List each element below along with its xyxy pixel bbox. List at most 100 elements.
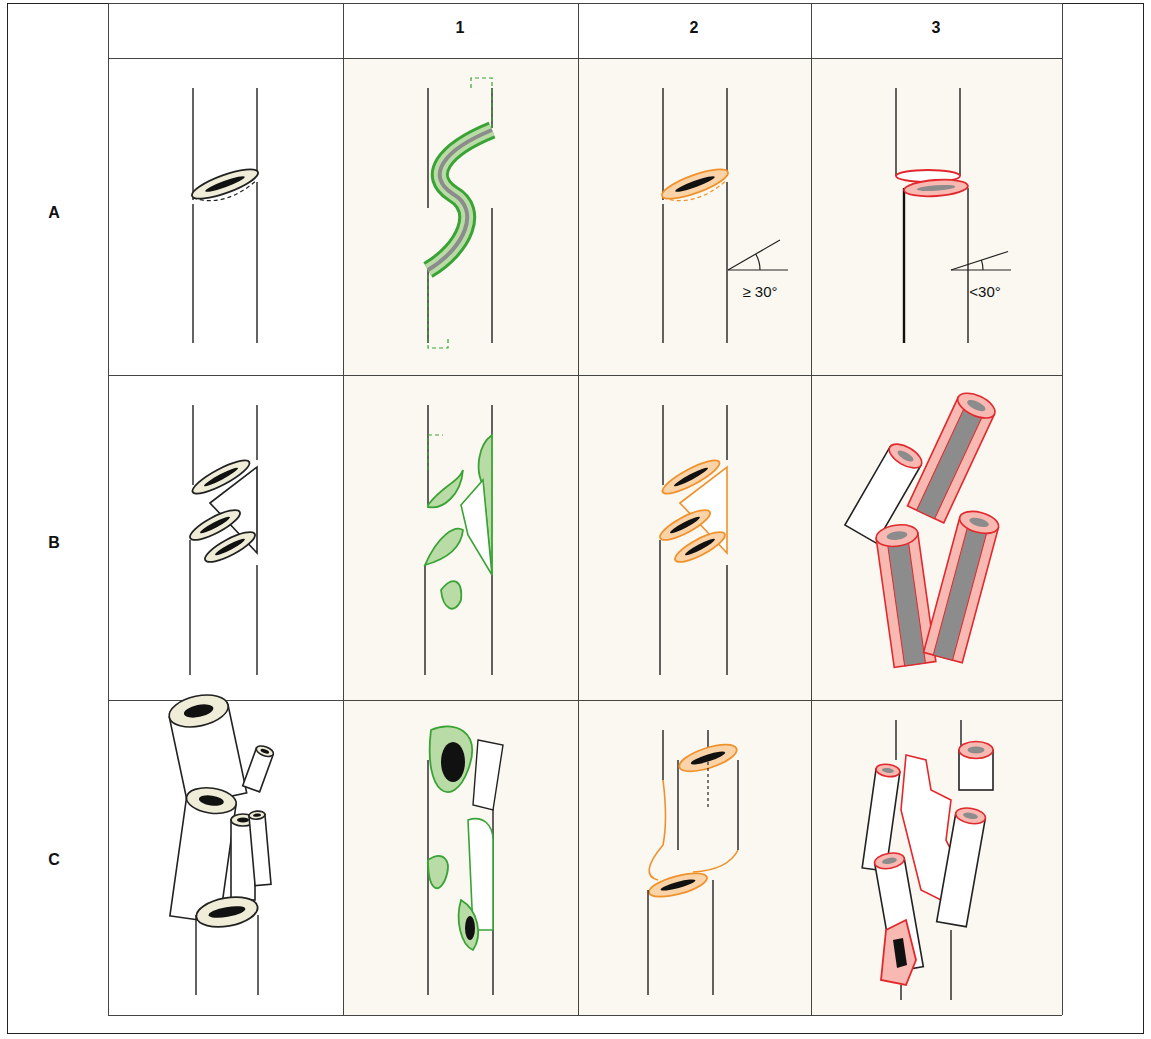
fracture-drawing [882,857,898,866]
fracture-drawing [343,58,1062,1015]
fracture-drawing [845,388,1001,667]
fracture-drawing [237,818,249,823]
fracture-drawing [954,806,986,826]
fracture-drawing [649,780,665,880]
fracture-drawing [896,88,1011,343]
fracture-drawing [917,407,983,519]
fracture-drawing [904,178,969,198]
fracture-drawing [875,522,920,549]
fracture-drawing [108,3,1062,4]
fracture-drawing [893,938,907,968]
fracture-drawing [981,260,983,270]
fracture-drawing [647,890,648,995]
fracture-drawing [669,515,701,536]
fracture-drawing [707,762,708,810]
fracture-drawing [950,930,951,1000]
fracture-drawing [198,794,224,807]
fracture-drawing [199,515,231,536]
fracture-drawing [726,405,727,460]
fracture-drawing [662,88,663,200]
fracture-drawing [728,240,780,270]
fracture-drawing [957,508,1001,538]
fracture-drawing [166,690,275,995]
fracture-drawing [108,1015,1062,1016]
fracture-drawing [904,178,969,198]
fracture-drawing [255,744,275,759]
fracture-drawing [886,530,908,541]
fracture-drawing [256,405,257,460]
fracture-drawing [459,900,478,950]
fracture-drawing [257,915,258,995]
fracture-drawing [672,527,729,567]
fracture-drawing [202,527,259,567]
fracture-drawing [256,88,257,176]
fracture-drawing [968,747,985,754]
fracture-drawing [441,742,465,782]
fracture-drawing [647,730,740,995]
fracture-drawing [933,526,987,661]
fracture-drawing [676,739,739,777]
fracture-drawing [963,812,979,821]
fracture-drawing [428,130,492,270]
fracture-drawing [108,3,109,1015]
fracture-drawing [659,540,660,675]
fracture-drawing [194,893,260,931]
fracture-drawing [428,78,492,348]
fracture-drawing [189,164,261,205]
fracture-drawing [185,785,238,817]
fracture-drawing [660,877,696,892]
fracture-drawing [966,398,988,414]
fracture-drawing [677,760,678,850]
fracture-drawing [967,188,968,343]
fracture-drawing [903,188,905,343]
fracture-drawing [471,78,492,128]
fracture-drawing [108,375,1062,376]
fracture-drawing [1062,3,1063,1015]
column-number: 2 [690,19,699,37]
fracture-drawing [192,88,193,200]
fracture-drawing [659,164,731,205]
fracture-drawing [662,730,663,780]
row-letter: A [48,204,60,222]
fracture-drawing [8,3,1144,1034]
fracture-drawing [260,748,270,754]
fracture-drawing [726,565,727,675]
fracture-drawing [461,480,492,575]
fracture-drawing [491,208,492,343]
fracture-drawing [712,880,713,995]
fracture-drawing [424,565,425,675]
fracture-drawing [187,405,259,675]
fracture-drawing [881,920,916,985]
fracture-drawing [8,4,1144,1034]
angle-label: <30° [969,284,1000,301]
column-number: 3 [932,19,941,37]
fracture-drawing [491,88,492,128]
fracture-drawing [578,3,579,1015]
fracture-drawing [875,763,900,778]
row-letter: C [48,851,60,869]
fracture-drawing [728,269,788,270]
fracture-drawing [959,742,993,791]
fracture-drawing [676,739,739,777]
fracture-drawing [882,767,895,773]
fracture-drawing [954,388,999,423]
angle-label: ≥ 30° [742,284,777,301]
fracture-drawing [674,174,716,194]
fracture-drawing [189,540,190,675]
fracture-drawing [959,88,960,176]
fracture-drawing [189,164,261,205]
fracture-drawing [465,916,475,940]
fracture-drawing [873,851,923,972]
fracture-drawing [657,405,729,675]
fracture-drawing [249,810,266,819]
fracture-drawing [875,858,924,972]
fracture-drawing [428,130,492,270]
fracture-drawing [895,88,896,176]
fracture-drawing [427,88,428,208]
fracture-drawing [183,702,215,720]
fracture-drawing [202,527,259,567]
fracture-drawing [924,517,999,663]
fracture-drawing [895,720,896,760]
fracture-drawing [647,869,710,902]
